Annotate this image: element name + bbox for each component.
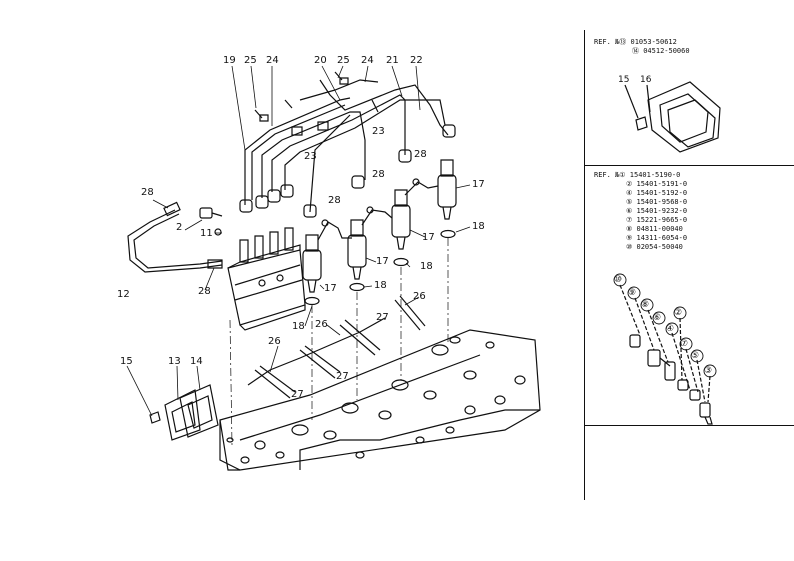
ref-top-illustration <box>625 82 720 152</box>
nozzle-part-3: ③ <box>704 366 713 376</box>
nozzle-part-6: ⑥ <box>653 313 662 323</box>
callout-27: 27 <box>376 312 389 323</box>
callout-18: 18 <box>420 261 433 272</box>
callout-11: 11 <box>200 228 213 239</box>
callout-2: 2 <box>176 222 183 233</box>
nozzle-part-5: ⑤ <box>691 351 700 361</box>
panel-divider-top <box>584 165 794 166</box>
nozzle-part-10: ⑩ <box>614 275 623 285</box>
ref-mid-row-6: ⑦ 15221-9665-0 <box>626 216 688 224</box>
callout-19: 19 <box>223 55 236 66</box>
cylinder-head <box>220 330 540 470</box>
callout-26: 26 <box>268 336 281 347</box>
panel-divider-bottom <box>584 425 794 426</box>
ref-mid-row-5: ⑥ 15401-9232-0 <box>626 207 688 215</box>
leak-off-pipes <box>318 179 438 240</box>
callout-21: 21 <box>386 55 399 66</box>
injection-nozzles <box>303 160 456 292</box>
callout-18: 18 <box>292 321 305 332</box>
ref-mid-row-4: ⑤ 15401-9568-0 <box>626 198 688 206</box>
callout-28: 28 <box>372 169 385 180</box>
callout-28: 28 <box>141 187 154 198</box>
callout-14: 14 <box>190 356 203 367</box>
callout-18: 18 <box>472 221 485 232</box>
callout-28: 28 <box>414 149 427 160</box>
ref-mid-row-8: ⑨ 14311-6054-0 <box>626 234 688 242</box>
callout-12: 12 <box>117 289 130 300</box>
callout-25: 25 <box>244 55 257 66</box>
callout-24: 24 <box>361 55 374 66</box>
ref-top-callout-16: 16 <box>640 75 652 85</box>
callout-17: 17 <box>422 232 435 243</box>
ref-mid-row-1: REF. №① 15401-5190-0 <box>594 171 681 179</box>
cover-plate <box>150 385 218 440</box>
nozzle-part-2: ② <box>674 308 683 318</box>
nozzle-part-4: ④ <box>666 324 675 334</box>
callout-28: 28 <box>198 286 211 297</box>
callout-23: 23 <box>304 151 317 162</box>
ref-mid-row-3: ④ 15401-5192-0 <box>626 189 688 197</box>
callout-17: 17 <box>324 283 337 294</box>
nozzle-exploded-illustration <box>620 285 712 424</box>
callout-22: 22 <box>410 55 423 66</box>
ref-mid-row-9: ⑩ 02054-50040 <box>626 243 683 251</box>
callout-20: 20 <box>314 55 327 66</box>
panel-divider-vertical <box>584 30 585 500</box>
ref-top-callout-15: 15 <box>618 75 630 85</box>
callout-24: 24 <box>266 55 279 66</box>
ref-mid-row-7: ⑧ 04811-00040 <box>626 225 683 233</box>
callout-17: 17 <box>376 256 389 267</box>
callout-26: 26 <box>413 291 426 302</box>
injection-pump <box>228 228 305 330</box>
callout-27: 27 <box>336 371 349 382</box>
callout-25: 25 <box>337 55 350 66</box>
callout-17: 17 <box>472 179 485 190</box>
ref-top-line-1: REF. №⑬ 01053-50612 <box>594 38 677 46</box>
ref-mid-row-2: ② 15401-5191-0 <box>626 180 688 188</box>
callout-18: 18 <box>374 280 387 291</box>
nozzle-part-7: ⑦ <box>680 339 689 349</box>
nozzle-gaskets <box>305 231 455 305</box>
nozzle-part-9: ⑨ <box>628 288 637 298</box>
injection-pipes <box>245 80 448 212</box>
top-bolts <box>255 72 378 135</box>
callout-23: 23 <box>372 126 385 137</box>
glow-plugs <box>248 296 425 398</box>
callout-27: 27 <box>291 389 304 400</box>
banjo-bolt <box>200 208 222 235</box>
pipe-fittings <box>240 125 455 217</box>
callout-leaders <box>127 66 470 416</box>
callout-26: 26 <box>315 319 328 330</box>
callout-28: 28 <box>328 195 341 206</box>
callout-13: 13 <box>168 356 181 367</box>
nozzle-part-8: ⑧ <box>641 300 650 310</box>
ref-top-line-2: ⑭ 04512-50060 <box>632 47 690 55</box>
return-hose <box>128 202 222 272</box>
callout-15: 15 <box>120 356 133 367</box>
center-lines <box>230 238 448 445</box>
nozzle-part-circles <box>614 274 716 377</box>
